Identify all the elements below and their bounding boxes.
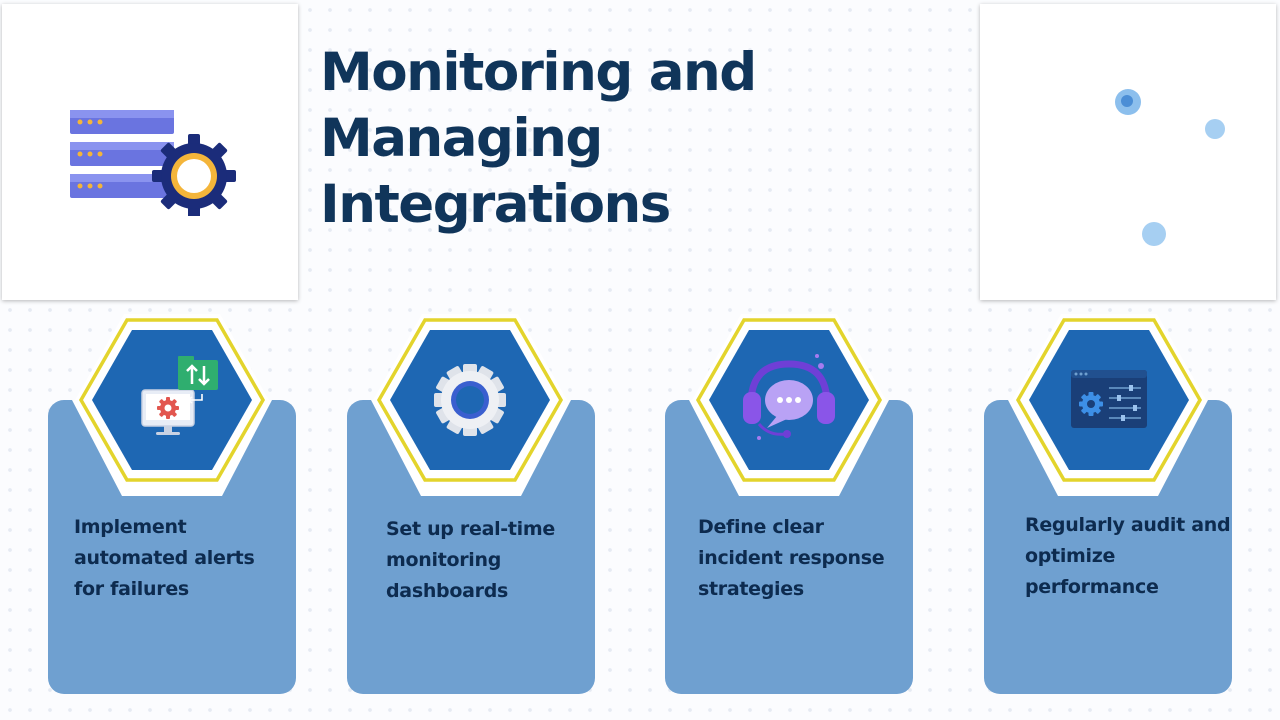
floating-dots-decoration (1115, 89, 1225, 246)
card-text: Implement automated alerts for failures (74, 516, 255, 600)
hero-image-frame (2, 4, 298, 300)
hexagon-badge (75, 314, 269, 486)
gear-icon (434, 364, 506, 436)
hexagon-badge (692, 314, 886, 486)
card-text: Regularly audit and optimize performance (1025, 514, 1231, 598)
hexagon-badge (1012, 314, 1206, 486)
computer-alert-icon (141, 356, 218, 435)
card-text: Set up real-time monitoring dashboards (386, 518, 555, 602)
headset-chat-icon (743, 354, 835, 440)
page-title: Monitoring and Managing Integrations (320, 42, 757, 235)
settings-panel-icon (1071, 370, 1147, 428)
server-gear-icon (70, 110, 236, 216)
card-text: Define clear incident response strategie… (698, 516, 885, 600)
hexagon-badge (373, 314, 567, 486)
decorative-image-frame (980, 4, 1276, 300)
